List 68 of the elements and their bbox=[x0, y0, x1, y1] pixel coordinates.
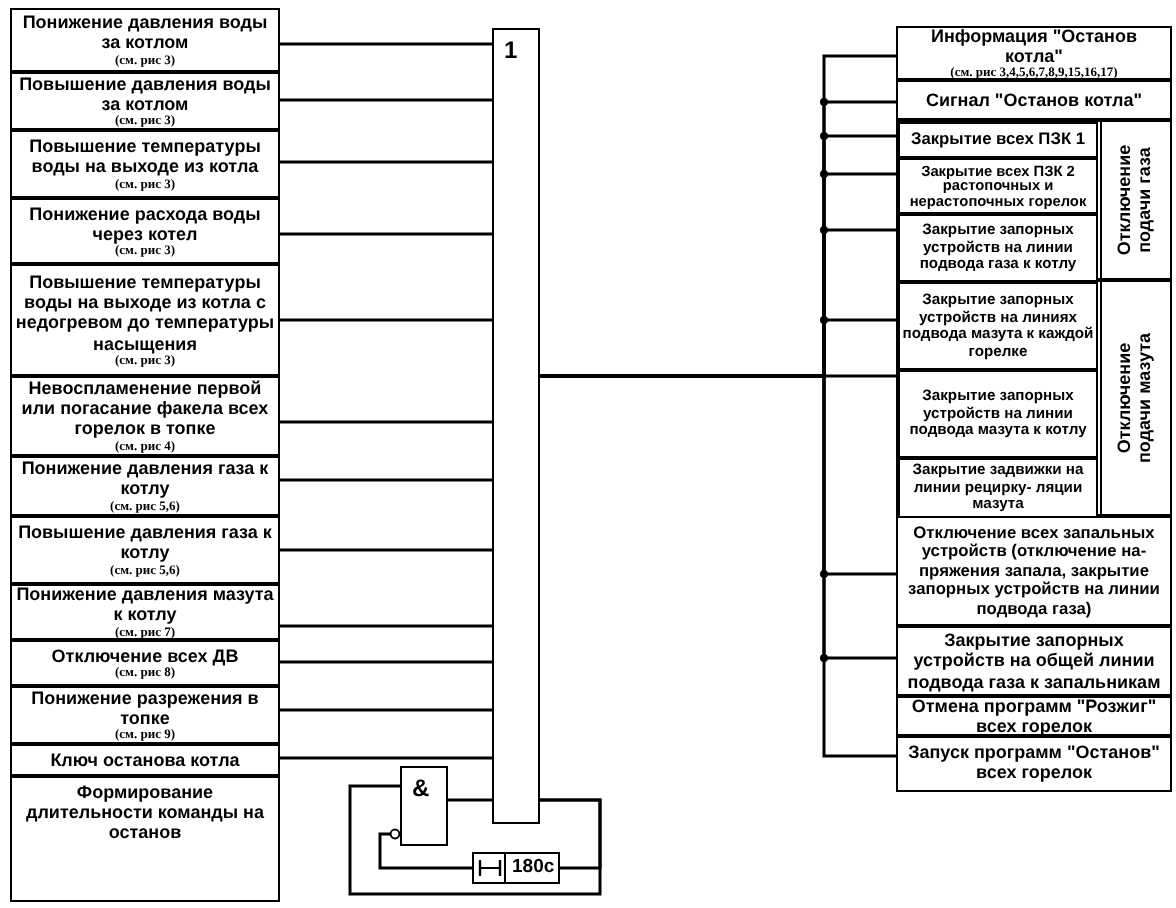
action-text: Отмена программ "Розжиг" всех горелок bbox=[909, 695, 1159, 737]
action-text: Отключение всех запальных устройств (отключение на- пряжения запала, закрытие запорных устройств на линии подвода газа) bbox=[906, 523, 1162, 619]
action-text: Информация "Останов котла" bbox=[928, 25, 1140, 67]
condition-text: Ключ останова котла bbox=[50, 749, 240, 771]
condition-text: Повышение давления газа к котлу bbox=[16, 522, 274, 563]
connector-line bbox=[280, 318, 492, 322]
condition-box bbox=[10, 8, 280, 72]
or-gate bbox=[492, 28, 540, 824]
connector-line bbox=[280, 160, 492, 164]
connector-line bbox=[540, 798, 602, 870]
condition-text: Понижение расхода воды через котел bbox=[27, 203, 263, 244]
condition-text: Понижение давления мазута к котлу bbox=[14, 584, 276, 626]
condition-box bbox=[10, 456, 280, 516]
condition-text: Формирование длительности команды на останов bbox=[24, 782, 266, 843]
action-text: Сигнал "Останов котла" bbox=[925, 89, 1143, 111]
action-text: Запуск программ "Останов" всех горелок bbox=[906, 742, 1162, 783]
connector-line bbox=[540, 374, 896, 758]
condition-text: Повышение давления воды за котлом bbox=[17, 73, 273, 115]
condition-box bbox=[10, 72, 280, 130]
connector-line bbox=[280, 624, 492, 628]
condition-box bbox=[10, 686, 280, 744]
connector-line bbox=[448, 798, 492, 802]
condition-box bbox=[10, 264, 280, 376]
connector-line bbox=[280, 708, 492, 712]
action-box bbox=[898, 458, 1098, 518]
and-gate bbox=[400, 766, 448, 846]
gate-symbol: & bbox=[412, 774, 430, 802]
condition-box bbox=[10, 776, 280, 902]
condition-text: Повышение температуры воды на выходе из котла с недогревом до температуры насыщения bbox=[14, 272, 276, 354]
connector-line bbox=[280, 42, 492, 46]
connector-line bbox=[280, 548, 492, 552]
condition-box bbox=[10, 130, 280, 198]
action-box bbox=[896, 80, 1172, 120]
condition-box bbox=[10, 744, 280, 776]
timer-value: 180с bbox=[512, 856, 555, 878]
action-box bbox=[898, 214, 1098, 282]
connector-line bbox=[280, 478, 492, 482]
condition-text: Невоспламенение первой или погасание факела всех горелок в топке bbox=[19, 378, 271, 440]
action-text: Закрытие запорных устройств на общей линии подвода газа к запальникам bbox=[905, 630, 1163, 692]
group-label: Отключение подачи мазута bbox=[1116, 332, 1156, 464]
condition-box bbox=[10, 516, 280, 584]
condition-box bbox=[10, 640, 280, 686]
condition-text: Отключение всех ДВ bbox=[51, 645, 239, 666]
action-group bbox=[896, 120, 1172, 280]
action-box bbox=[896, 736, 1172, 792]
connector-line bbox=[280, 232, 492, 236]
condition-text: Понижение давления газа к котлу bbox=[19, 458, 271, 499]
gate-symbol: 1 bbox=[504, 36, 518, 64]
connector-line bbox=[280, 420, 492, 424]
connector-line bbox=[348, 784, 602, 896]
action-box bbox=[898, 370, 1098, 458]
condition-text: Повышение температуры воды на выходе из котла bbox=[27, 136, 263, 177]
group-label: Отключение подачи газа bbox=[1116, 142, 1156, 260]
condition-text: Понижение давления воды за котлом bbox=[20, 12, 270, 53]
connector-line bbox=[280, 660, 492, 664]
connector-line bbox=[378, 828, 472, 870]
condition-text: Понижение разрежения в топке bbox=[29, 687, 261, 729]
condition-box bbox=[10, 584, 280, 640]
action-box bbox=[898, 158, 1098, 214]
action-text: Закрытие всех ПЗК 1 bbox=[910, 130, 1086, 150]
timer-block bbox=[472, 852, 560, 884]
action-box bbox=[898, 122, 1098, 158]
connector-line bbox=[280, 756, 492, 760]
action-box bbox=[896, 26, 1172, 80]
condition-box bbox=[10, 198, 280, 264]
action-group bbox=[896, 280, 1172, 516]
condition-box bbox=[10, 376, 280, 456]
connector-line bbox=[280, 98, 492, 102]
